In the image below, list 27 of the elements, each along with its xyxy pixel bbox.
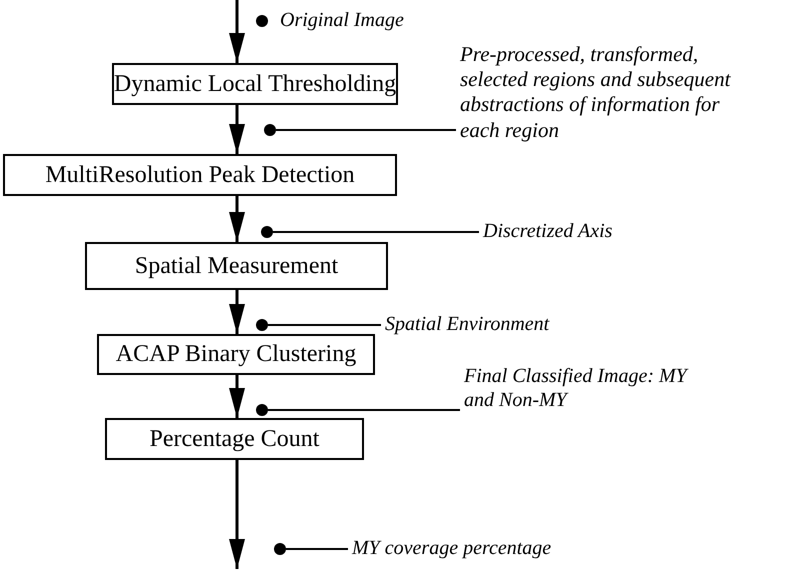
dot-marker	[264, 124, 276, 136]
process-box: Percentage Count	[105, 418, 364, 460]
process-box: MultiResolution Peak Detection	[3, 154, 397, 196]
dot-marker	[256, 15, 268, 27]
dot-marker	[256, 319, 268, 331]
process-box: ACAP Binary Clustering	[97, 334, 375, 375]
arrow	[229, 460, 245, 569]
annotation-text: Pre-processed, transformed, selected regions and subsequent abstractions of information for each region	[460, 42, 745, 143]
process-box: Dynamic Local Thresholding	[112, 63, 398, 105]
arrow	[229, 105, 245, 154]
leader-line	[268, 409, 460, 411]
leader-line	[273, 231, 479, 233]
process-box: Spatial Measurement	[85, 242, 388, 290]
arrow	[229, 0, 245, 63]
dot-marker	[261, 226, 273, 238]
arrow	[229, 375, 245, 418]
annotation-text: Final Classified Image: MY and Non-MY	[464, 364, 694, 412]
leader-line	[268, 324, 381, 326]
annotation-text: Spatial Environment	[385, 312, 605, 336]
annotation-text: Discretized Axis	[483, 219, 683, 243]
arrow	[229, 290, 245, 334]
annotation-text: Original Image	[280, 8, 480, 32]
arrow	[229, 196, 245, 242]
leader-line	[276, 129, 456, 131]
dot-marker	[256, 404, 268, 416]
dot-marker	[274, 543, 286, 555]
annotation-text: MY coverage percentage	[352, 536, 592, 560]
